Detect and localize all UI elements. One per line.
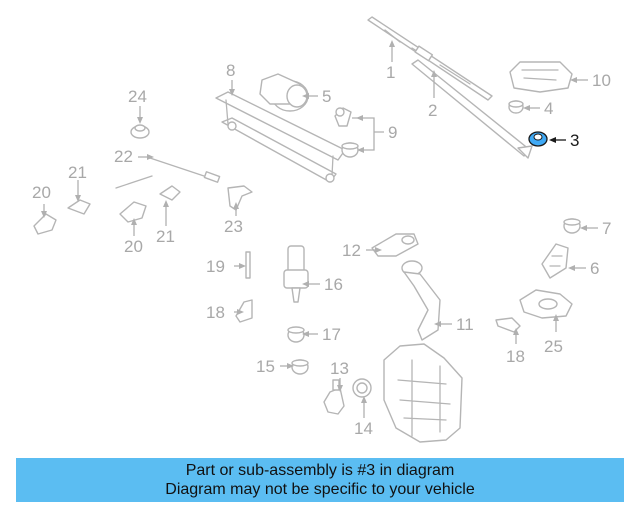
ring-part-14 bbox=[352, 378, 372, 398]
label-17: 17 bbox=[322, 325, 341, 344]
bracket-part-6 bbox=[541, 243, 569, 279]
label-13: 13 bbox=[330, 359, 349, 378]
fitting-part-23 bbox=[227, 185, 253, 211]
seal-part-12 bbox=[371, 233, 419, 257]
clip-part-21-left bbox=[67, 199, 91, 215]
label-11: 11 bbox=[456, 315, 474, 334]
banner-line-2: Diagram may not be specific to your vehi… bbox=[165, 481, 475, 498]
label-7: 7 bbox=[602, 219, 611, 238]
info-banner: Part or sub-assembly is #3 in diagram Di… bbox=[16, 458, 624, 502]
label-23: 23 bbox=[224, 217, 243, 236]
label-8: 8 bbox=[226, 61, 235, 80]
label-18-left: 18 bbox=[206, 303, 225, 322]
label-18-right: 18 bbox=[506, 347, 525, 366]
label-9: 9 bbox=[388, 123, 397, 142]
seal-part-15 bbox=[291, 359, 309, 375]
label-4: 4 bbox=[544, 99, 553, 118]
label-14: 14 bbox=[354, 419, 373, 438]
wiper-arm bbox=[411, 59, 533, 159]
clip-part-21-center bbox=[159, 185, 181, 201]
nut-part-3-highlighted bbox=[528, 131, 548, 147]
parts-diagram: 1 2 3 4 5 6 7 8 9 10 11 12 13 14 15 16 1… bbox=[32, 16, 611, 443]
label-15: 15 bbox=[256, 357, 275, 376]
cover-part-10 bbox=[509, 61, 573, 93]
label-20-center: 20 bbox=[124, 237, 143, 256]
label-1: 1 bbox=[386, 63, 395, 82]
label-10: 10 bbox=[592, 71, 611, 90]
label-3: 3 bbox=[570, 131, 579, 150]
label-22: 22 bbox=[114, 147, 133, 166]
nut-part-4 bbox=[508, 100, 524, 114]
grommet-part-24 bbox=[130, 124, 150, 139]
washer-pump bbox=[283, 245, 309, 303]
label-5: 5 bbox=[322, 87, 331, 106]
label-2: 2 bbox=[428, 101, 437, 120]
label-21-left: 21 bbox=[68, 163, 87, 182]
wiper-motor bbox=[259, 73, 309, 112]
leader-lines bbox=[41, 40, 598, 418]
label-6: 6 bbox=[590, 259, 599, 278]
label-19: 19 bbox=[206, 257, 225, 276]
nozzle-part-20-left bbox=[33, 213, 57, 235]
label-12: 12 bbox=[342, 241, 361, 260]
grommet-part-17 bbox=[287, 326, 305, 343]
wiper-linkage bbox=[215, 91, 346, 183]
label-21-center: 21 bbox=[156, 227, 175, 246]
cap-part-25 bbox=[519, 289, 573, 319]
label-24: 24 bbox=[128, 87, 147, 106]
label-25: 25 bbox=[544, 337, 563, 356]
connector-part-18-right bbox=[495, 317, 521, 333]
label-16: 16 bbox=[324, 275, 343, 294]
nozzle-part-20-center bbox=[119, 201, 147, 223]
label-20-left: 20 bbox=[32, 183, 51, 202]
banner-line-1: Part or sub-assembly is #3 in diagram bbox=[185, 462, 455, 479]
washer-reservoir bbox=[383, 260, 463, 443]
bushing-part-7 bbox=[563, 218, 581, 234]
grommets-part-9 bbox=[334, 107, 359, 158]
rod-part-22 bbox=[115, 157, 221, 189]
pin-part-19 bbox=[245, 251, 251, 279]
callout-labels: 1 2 3 4 5 6 7 8 9 10 11 12 13 14 15 16 1… bbox=[32, 61, 611, 438]
wiper-blade bbox=[367, 16, 493, 101]
